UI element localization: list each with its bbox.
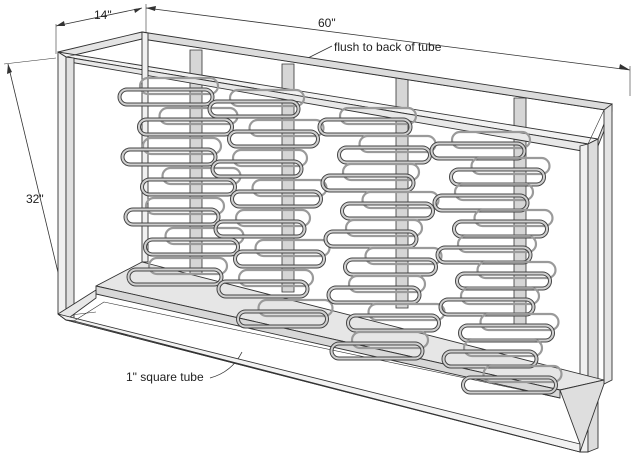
depth-label: 14" <box>94 8 112 22</box>
bottle-ring <box>458 312 560 343</box>
bottle-ring <box>140 166 242 197</box>
bottle-ring <box>207 88 306 119</box>
bottle-ring <box>343 246 443 277</box>
bottle-ring <box>337 134 437 165</box>
bottle-ring <box>123 196 226 227</box>
tube-note-label: 1" square tube <box>126 370 204 384</box>
width-dimension-line <box>145 7 631 71</box>
bottle-ring <box>340 190 440 221</box>
height-label: 32" <box>26 192 44 206</box>
bottle-ring <box>317 106 418 137</box>
bottle-ring <box>120 136 223 167</box>
frame-legs <box>57 31 613 453</box>
bottle-ring <box>329 330 430 361</box>
bottle-ring <box>438 286 541 317</box>
bottle-ring <box>233 238 331 269</box>
width-label: 60" <box>318 16 336 30</box>
bottle-ring <box>236 298 334 329</box>
bottle-ring <box>449 156 551 187</box>
bottle-ring <box>227 118 325 149</box>
flush-note-label: flush to back of tube <box>334 40 442 54</box>
tube-leader-line <box>209 351 243 379</box>
bottle-ring <box>432 182 535 213</box>
bottle-ring <box>117 76 220 107</box>
top-back-rail <box>57 31 143 58</box>
bottle-ring <box>137 106 239 137</box>
bottle-ring <box>230 178 328 209</box>
bottle-ring <box>461 364 563 395</box>
bottle-rings <box>117 76 563 395</box>
bottle-ring <box>210 148 309 179</box>
bottle-ring <box>455 260 557 291</box>
bottle-ring <box>216 268 315 299</box>
bottle-ring <box>326 274 427 305</box>
bottle-ring <box>452 208 554 239</box>
depth-dimension-line <box>55 7 143 27</box>
bottle-ring <box>126 256 229 287</box>
front-left-leg <box>57 51 67 321</box>
back-right-leg <box>603 103 613 385</box>
bottle-ring <box>213 208 312 239</box>
